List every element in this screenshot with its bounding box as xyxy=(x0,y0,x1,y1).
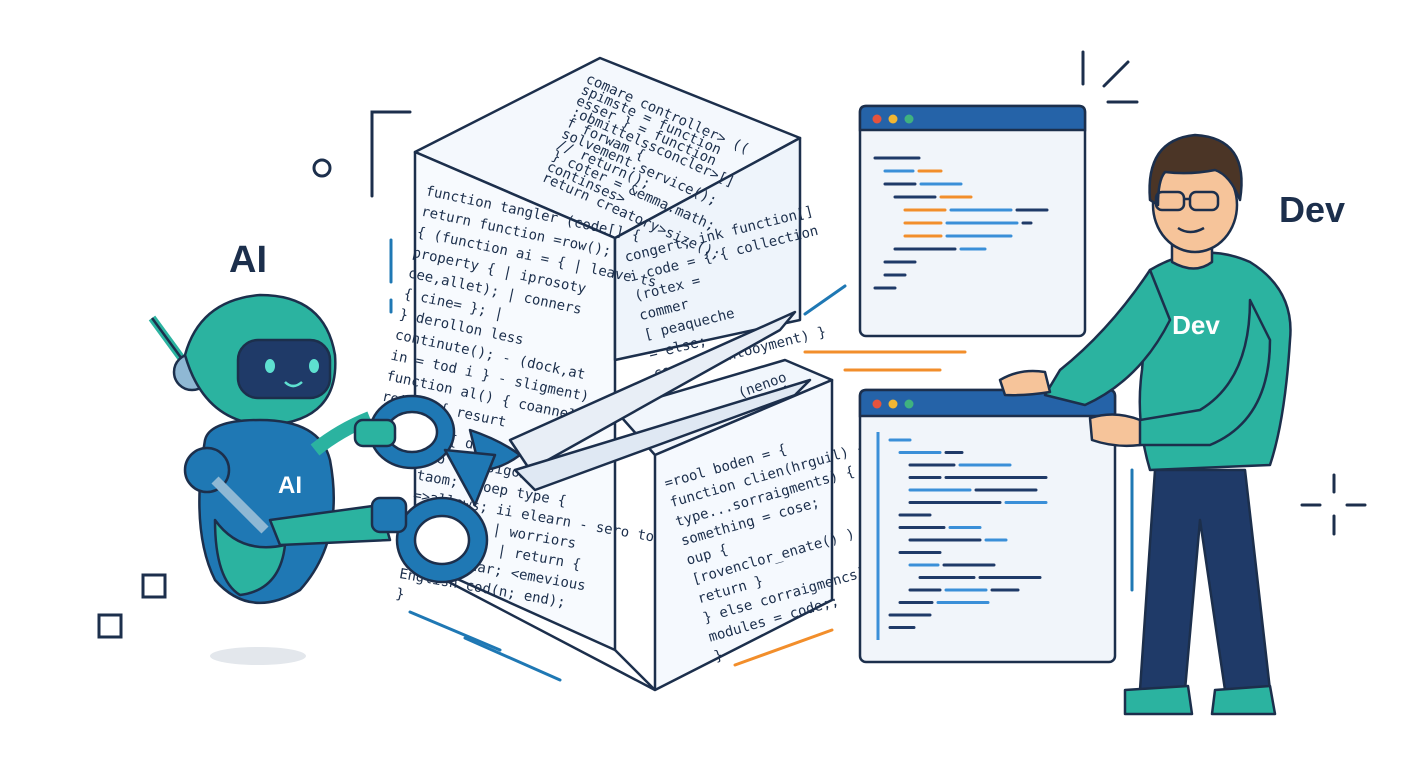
glasses-icon xyxy=(1154,190,1186,212)
window-dot-green xyxy=(904,114,914,124)
developer-smile xyxy=(1177,226,1205,234)
code-line: } xyxy=(395,586,406,603)
cube-front-code: function tangler (code[] {return functio… xyxy=(376,183,658,430)
scissors-blade-bottom xyxy=(513,378,812,492)
sparkle-cross xyxy=(1300,473,1367,536)
code-window-top-lines xyxy=(873,156,1049,290)
scissors-icon xyxy=(368,310,812,584)
window-dot-green xyxy=(904,399,914,409)
robot-belly xyxy=(213,518,287,597)
robot-shadow xyxy=(210,647,306,665)
ai-robot: AI xyxy=(148,293,408,665)
developer-hand-left xyxy=(998,369,1052,397)
robot-arm-lower xyxy=(211,476,269,534)
small-square-2 xyxy=(97,613,123,639)
robot-forearm xyxy=(268,503,392,547)
scissors-blade-top xyxy=(508,310,797,472)
motion-lines xyxy=(389,238,1134,682)
code-window-bottom xyxy=(858,388,1117,664)
small-circle xyxy=(312,158,332,178)
cube-bottom-edge xyxy=(614,649,656,691)
robot-eye-right xyxy=(309,359,319,373)
sparkle-lines xyxy=(1081,50,1139,104)
developer-hair xyxy=(1148,133,1243,207)
robot-chest-label: AI xyxy=(278,472,302,499)
cube-side-face xyxy=(613,136,802,362)
window-dot-yellow xyxy=(888,399,898,409)
developer-hand-right xyxy=(1088,413,1142,448)
developer-pants xyxy=(1138,468,1272,692)
cube-lower-side-face xyxy=(653,378,834,692)
corner-bracket-top-left xyxy=(370,110,412,198)
developer-person: Dev xyxy=(998,133,1292,716)
robot-eye-left xyxy=(265,359,275,373)
cube-bottom-edge-front xyxy=(444,578,656,692)
code-window-bottom-frame xyxy=(858,388,1117,664)
code-window-top xyxy=(858,104,1087,338)
developer-shoe-left xyxy=(1123,684,1194,716)
window-dot-yellow xyxy=(888,114,898,124)
cube-top-code: comare controller> ((spimste = functione… xyxy=(539,71,751,263)
code-window-top-titlebar xyxy=(858,104,1087,132)
robot-smile xyxy=(284,381,303,388)
decorative-marks xyxy=(97,50,1367,639)
robot-visor xyxy=(236,338,332,400)
developer-shoe-right xyxy=(1210,684,1277,716)
window-dot-red xyxy=(872,114,882,124)
code-window-top-frame xyxy=(858,104,1087,338)
code-window-bottom-lines xyxy=(888,438,1048,629)
motion-line-blue-4 xyxy=(408,610,502,652)
small-square-1 xyxy=(141,573,167,599)
ai-heading: AI xyxy=(229,239,267,281)
motion-line-orange-3 xyxy=(733,628,834,667)
robot-hand-bottom xyxy=(370,496,408,534)
developer-arm-left xyxy=(1043,268,1172,407)
developer-shirt-label: Dev xyxy=(1172,310,1220,340)
robot-hand-top xyxy=(353,418,397,448)
motion-line-blue-3 xyxy=(803,284,847,316)
dev-heading: Dev xyxy=(1279,189,1345,230)
motion-line-blue-5 xyxy=(463,636,562,682)
window-dot-red xyxy=(872,399,882,409)
